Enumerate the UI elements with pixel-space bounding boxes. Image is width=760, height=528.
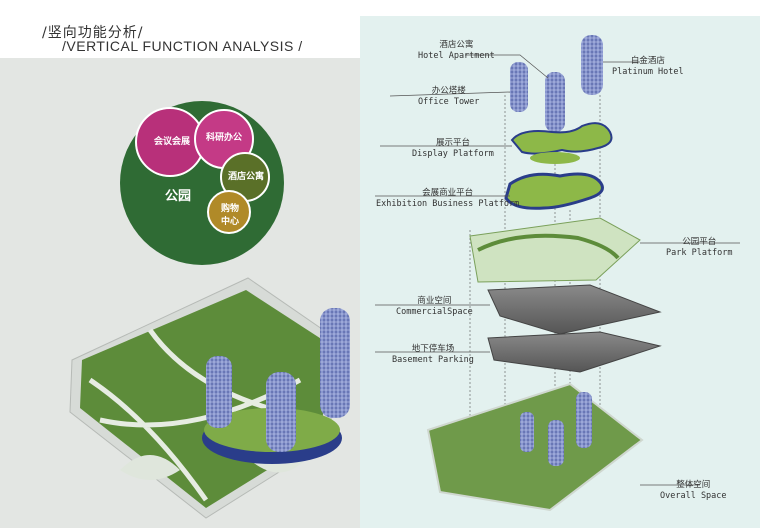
overall-tower-2	[548, 420, 564, 466]
label-research-office: 科研办公	[205, 133, 242, 143]
layer-overall-space	[426, 382, 644, 512]
title-english: /VERTICAL FUNCTION ANALYSIS /	[62, 38, 303, 54]
layer-park-platform	[469, 217, 641, 283]
exploded-axonometric	[375, 35, 740, 512]
label-hotel-apartment: 酒店公寓	[227, 172, 264, 182]
layer-tower-hotel-apartment	[545, 72, 565, 132]
shopping-circle	[207, 190, 251, 234]
layer-display-sub	[530, 152, 580, 164]
layer-tower-platinum	[581, 35, 603, 95]
layer-display-platform	[510, 122, 613, 155]
tower-right	[320, 308, 350, 418]
layer-exhibition-platform	[504, 172, 604, 210]
layer-commercial-space	[487, 284, 662, 335]
layer-tower-office	[510, 62, 528, 112]
tower-left	[206, 356, 232, 428]
masterplan-view	[69, 277, 350, 519]
label-shopping-center: 购物 中心	[220, 204, 239, 227]
overall-tower-1	[520, 412, 534, 452]
layer-basement-parking	[487, 331, 662, 373]
label-conference: 会议会展	[153, 137, 190, 147]
leader-lines	[375, 54, 740, 486]
overall-tower-3	[576, 392, 592, 448]
label-park: 公园	[164, 189, 191, 204]
tower-center	[266, 372, 296, 452]
layer-park-trees	[477, 233, 620, 260]
function-bubble-diagram	[120, 101, 284, 265]
title-chinese: /竖向功能分析/	[42, 25, 144, 41]
